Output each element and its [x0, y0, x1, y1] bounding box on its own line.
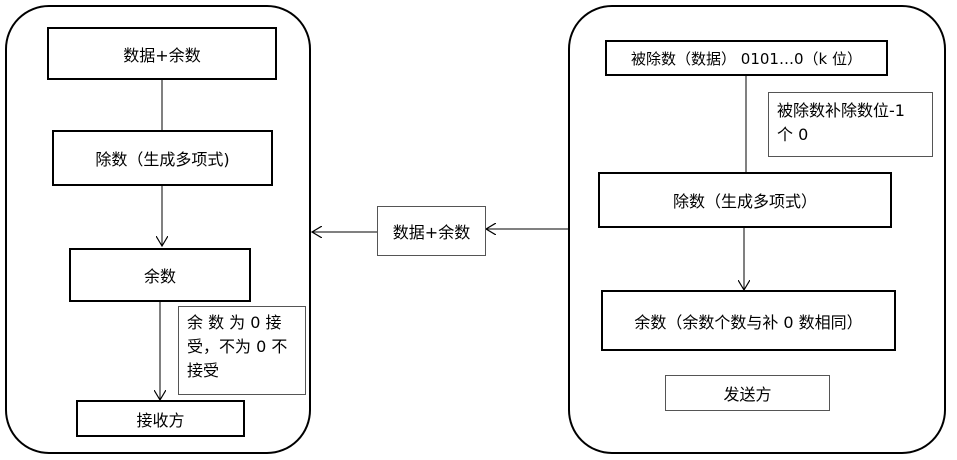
receiver-label-box: 接收方: [76, 400, 245, 437]
receiver-divisor-box: 除数（生成多项式): [52, 130, 273, 186]
sender-dividend-label: 被除数（数据） 0101…0（k 位）: [631, 49, 862, 68]
receiver-note-line: 接受: [187, 361, 220, 380]
sender-dividend-box: 被除数（数据） 0101…0（k 位）: [605, 40, 888, 76]
sender-note: 被除数补除数位-1 个 0: [768, 92, 933, 157]
receiver-note-line: 受，不为 0 不: [187, 337, 288, 356]
sender-remainder-label: 余数（余数个数与补 0 数相同）: [634, 312, 863, 332]
sender-label-box: 发送方: [665, 375, 830, 411]
receiver-divisor-label: 除数（生成多项式): [95, 150, 230, 169]
receiver-data-remainder-box: 数据+余数: [47, 27, 277, 80]
sender-divisor-box: 除数（生成多项式）: [598, 172, 892, 228]
receiver-label: 接收方: [136, 410, 185, 430]
receiver-note-line: 余 数 为 0 接: [187, 313, 282, 332]
middle-data-remainder-box: 数据+余数: [377, 206, 486, 256]
receiver-data-remainder-label: 数据+余数: [123, 45, 201, 65]
sender-note-line: 个 0: [777, 125, 809, 144]
sender-note-line: 被除数补除数位-1: [777, 101, 905, 120]
receiver-remainder-box: 余数: [69, 248, 251, 302]
sender-divisor-label: 除数（生成多项式）: [672, 192, 817, 211]
sender-label: 发送方: [723, 385, 772, 404]
receiver-remainder-label: 余数: [143, 267, 176, 286]
sender-remainder-box: 余数（余数个数与补 0 数相同）: [601, 290, 896, 351]
receiver-note: 余 数 为 0 接 受，不为 0 不 接受: [178, 306, 306, 395]
middle-data-remainder-label: 数据+余数: [392, 223, 471, 242]
